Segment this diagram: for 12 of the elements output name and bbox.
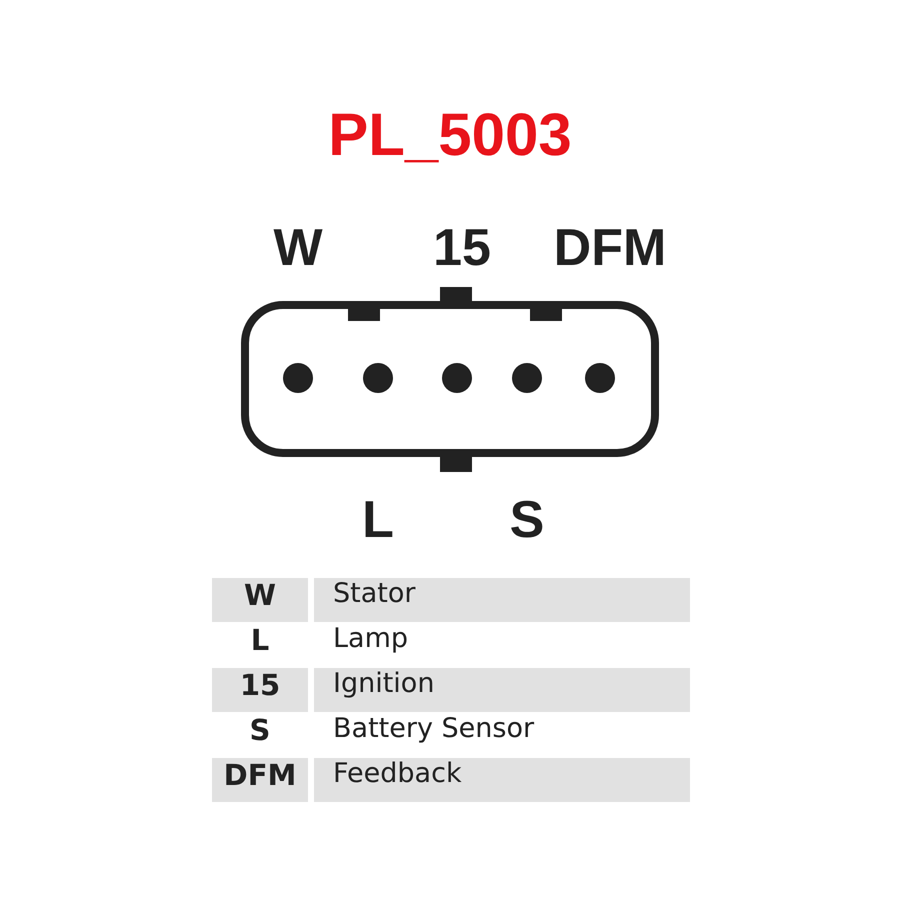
pin-label: W — [273, 218, 323, 278]
pin-label: L — [362, 490, 394, 550]
function-cell: Feedback — [314, 758, 690, 802]
pin-code-cell: W — [212, 578, 308, 622]
pin-label: DFM — [554, 218, 666, 278]
pin-label: 15 — [433, 218, 491, 278]
pin-code-cell: 15 — [212, 668, 308, 712]
function-cell: Stator — [314, 578, 690, 622]
title: PL_5003 — [328, 100, 572, 169]
pin-label: S — [510, 490, 544, 550]
pin-code-cell: DFM — [212, 758, 308, 802]
function-cell: Ignition — [314, 668, 690, 712]
